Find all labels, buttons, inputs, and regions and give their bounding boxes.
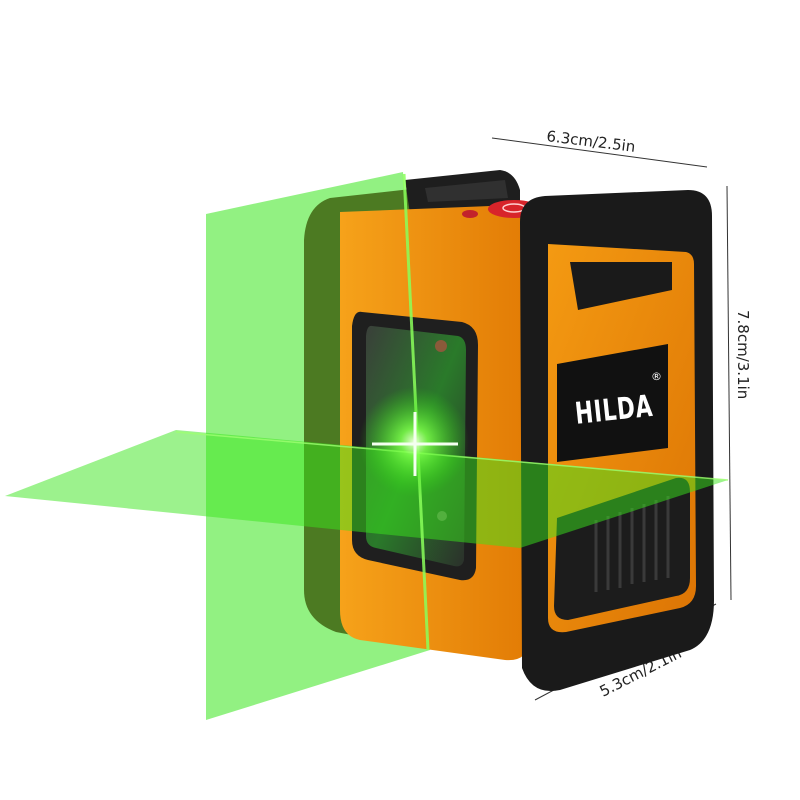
side-clip: [570, 262, 672, 310]
brand-logo-text: HILDA: [573, 389, 654, 432]
window-screw-top: [435, 340, 447, 352]
brand-registered-mark: ®: [651, 370, 662, 383]
dimension-height-line: [726, 185, 732, 601]
brand-plate: [557, 344, 668, 462]
dimension-width: 6.3cm/2.5in: [491, 127, 708, 168]
dimension-height: 7.8cm/3.1in: [726, 185, 752, 601]
top-cap-ridge: [425, 180, 508, 202]
dimension-height-label: 7.8cm/3.1in: [734, 310, 752, 399]
indicator-light: [462, 210, 478, 218]
grip-ridges: [594, 496, 670, 592]
horizontal-laser-plane: [5, 430, 728, 548]
dimension-width-line: [491, 137, 708, 168]
